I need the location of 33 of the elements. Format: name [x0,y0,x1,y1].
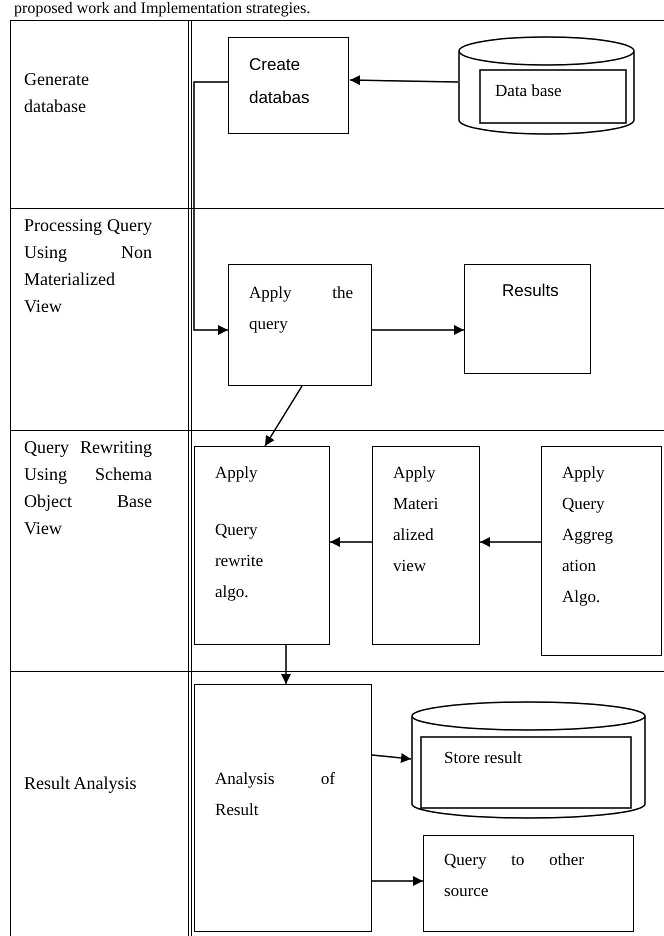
box-text: Analysis of Result [215,768,335,821]
box-text: Store result [444,747,523,769]
process-box [423,835,634,932]
arrow [372,876,423,886]
row-heading: Processing Query Using Non Materialized View [24,214,152,318]
arrow [350,75,458,86]
box-text: Apply the query [249,282,353,335]
arrow [281,645,291,684]
process-box [372,446,480,645]
arrow [372,325,464,335]
box-text: Query rewrite algo. [215,519,264,603]
box-text: Apply Query Aggreg ation Algo. [562,462,614,608]
process-box [464,264,591,374]
arrow [193,81,228,335]
process-box [228,37,349,134]
row-heading: Query Rewriting Using Schema Object Base View [24,436,152,540]
row-heading: Generate database [24,68,90,118]
box-text: Create databas [249,54,310,109]
arrow [264,386,303,446]
box-text: Data base [495,80,563,102]
process-box [194,446,330,645]
box-text: Results [502,280,560,302]
process-box [194,684,372,932]
arrow [330,537,372,547]
arrow [372,753,412,763]
arrow [480,537,541,547]
heading-text: proposed work and Implementation strategies. [14,0,310,18]
box-text: Apply Materi alized view [393,462,440,577]
box-text: Apply [215,462,258,484]
row-heading: Result Analysis [24,772,138,795]
box-text: Query to other source [444,849,584,902]
process-box [228,264,372,386]
process-box [541,446,662,656]
